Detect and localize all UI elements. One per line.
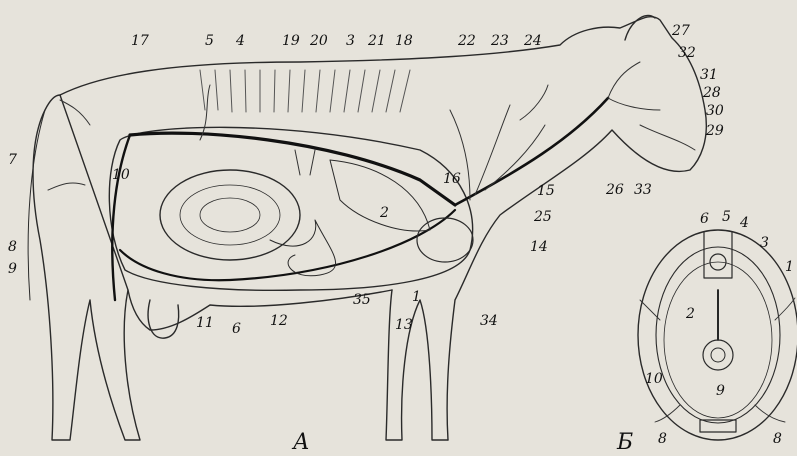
label-a-2: 2 bbox=[380, 206, 389, 220]
label-a-12: 12 bbox=[270, 314, 288, 328]
label-a-33: 33 bbox=[634, 183, 652, 197]
rumen bbox=[160, 170, 300, 260]
label-a-34: 34 bbox=[480, 314, 498, 328]
label-b-4: 4 bbox=[740, 216, 749, 230]
label-a-4: 4 bbox=[236, 34, 245, 48]
label-a-19: 19 bbox=[282, 34, 300, 48]
label-a-15: 15 bbox=[537, 184, 555, 198]
hind-vessel bbox=[112, 135, 130, 300]
label-a-14: 14 bbox=[530, 240, 548, 254]
heart bbox=[417, 218, 473, 262]
label-a-18: 18 bbox=[395, 34, 413, 48]
label-a-1: 1 bbox=[412, 290, 421, 304]
label-b-5: 5 bbox=[722, 210, 731, 224]
label-a-24: 24 bbox=[524, 34, 542, 48]
cow-body-outline bbox=[60, 17, 706, 440]
label-b-10: 10 bbox=[645, 372, 663, 386]
panel-a-label: А bbox=[293, 432, 310, 454]
label-b-3: 3 bbox=[760, 236, 769, 250]
label-a-32: 32 bbox=[678, 46, 696, 60]
lower-vessel bbox=[120, 210, 455, 280]
label-a-22: 22 bbox=[458, 34, 476, 48]
label-a-21: 21 bbox=[368, 34, 386, 48]
section-sternum bbox=[700, 420, 736, 432]
section-spine bbox=[704, 232, 732, 278]
label-a-10: 10 bbox=[112, 168, 130, 182]
label-a-25: 25 bbox=[534, 210, 552, 224]
panel-b-label: Б bbox=[617, 432, 633, 454]
label-a-30: 30 bbox=[706, 104, 724, 118]
label-a-13: 13 bbox=[395, 318, 413, 332]
label-b-8-right: 8 bbox=[773, 432, 782, 446]
label-a-31: 31 bbox=[700, 68, 718, 82]
body-cavity bbox=[109, 127, 472, 290]
spine-ribs bbox=[200, 70, 410, 112]
label-a-16: 16 bbox=[443, 172, 461, 186]
udder bbox=[148, 300, 179, 338]
label-a-11: 11 bbox=[196, 316, 214, 330]
cow-foreleg bbox=[386, 290, 448, 440]
label-b-2: 2 bbox=[686, 307, 695, 321]
label-a-8: 8 bbox=[8, 240, 17, 254]
label-a-35: 35 bbox=[353, 293, 371, 307]
label-a-26: 26 bbox=[606, 183, 624, 197]
label-a-23: 23 bbox=[491, 34, 509, 48]
section-center bbox=[703, 340, 733, 370]
vessel-branches bbox=[48, 62, 695, 200]
label-a-6: 6 bbox=[232, 322, 241, 336]
label-b-8-left: 8 bbox=[658, 432, 667, 446]
label-b-9: 9 bbox=[716, 384, 725, 398]
label-a-9: 9 bbox=[8, 262, 17, 276]
label-b-1: 1 bbox=[785, 260, 794, 274]
label-b-6: 6 bbox=[700, 212, 709, 226]
label-a-7: 7 bbox=[8, 153, 17, 167]
label-a-17: 17 bbox=[131, 34, 149, 48]
label-a-27: 27 bbox=[672, 24, 690, 38]
label-a-3: 3 bbox=[346, 34, 355, 48]
label-a-5: 5 bbox=[205, 34, 214, 48]
label-a-20: 20 bbox=[310, 34, 328, 48]
label-a-29: 29 bbox=[706, 124, 724, 138]
label-a-28: 28 bbox=[703, 86, 721, 100]
